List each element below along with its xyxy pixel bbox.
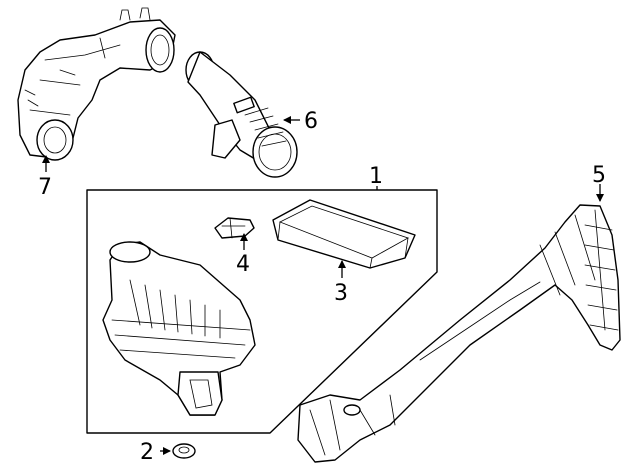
callout-7: 7 <box>38 175 52 200</box>
callout-1: 1 <box>369 164 383 189</box>
callout-3: 3 <box>334 281 348 306</box>
callout-5: 5 <box>592 163 606 188</box>
callout-2: 2 <box>140 440 154 465</box>
assembly-group-outline <box>86 189 438 434</box>
part-5-intake-duct[interactable] <box>297 204 621 463</box>
part-2-grommet[interactable] <box>172 443 196 459</box>
callout-4: 4 <box>236 252 250 277</box>
callout-6: 6 <box>304 109 318 134</box>
part-7-inlet-duct[interactable] <box>17 7 176 161</box>
part-3-air-filter-element[interactable] <box>272 199 416 269</box>
part-6-bellows-hose[interactable] <box>185 51 298 178</box>
part-4-airflow-sensor[interactable] <box>214 217 255 239</box>
air-cleaner-housing <box>102 241 256 416</box>
